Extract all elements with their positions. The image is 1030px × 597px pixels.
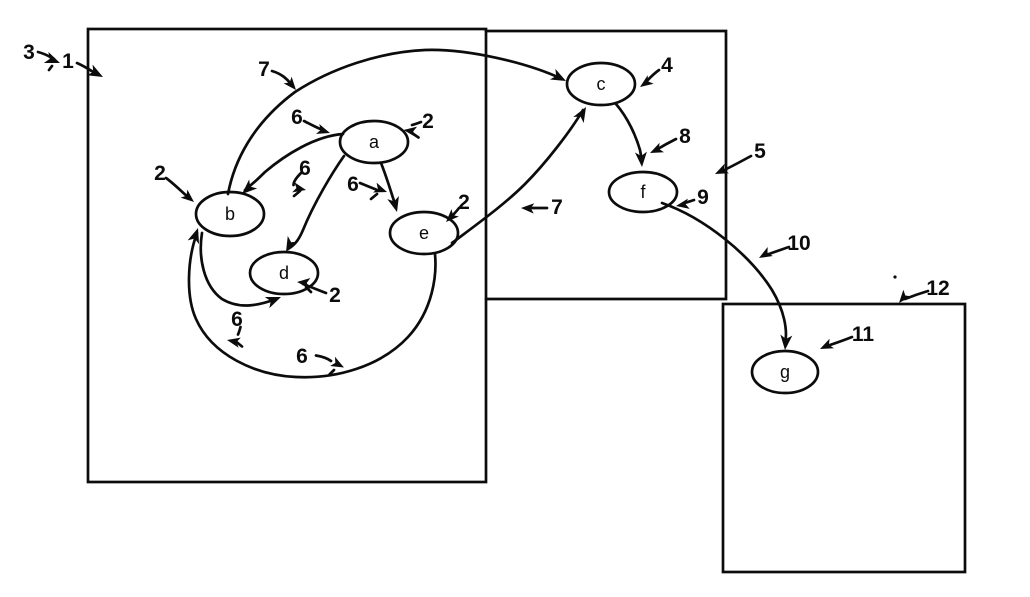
svg-text:1: 1 <box>62 50 74 73</box>
svg-text:6: 6 <box>347 173 359 196</box>
svg-text:b: b <box>225 204 235 224</box>
svg-text:6: 6 <box>231 308 243 331</box>
svg-text:10: 10 <box>787 232 810 255</box>
svg-text:8: 8 <box>679 125 691 148</box>
svg-text:9: 9 <box>697 186 709 209</box>
svg-text:d: d <box>279 263 289 283</box>
svg-text:3: 3 <box>23 41 35 64</box>
svg-text:g: g <box>780 362 790 382</box>
svg-text:6: 6 <box>296 345 308 368</box>
svg-text:5: 5 <box>754 140 766 163</box>
svg-text:12: 12 <box>926 277 949 300</box>
svg-text:2: 2 <box>154 162 166 185</box>
svg-text:a: a <box>369 132 380 152</box>
svg-text:2: 2 <box>329 284 341 307</box>
svg-text:4: 4 <box>661 54 673 77</box>
svg-text:e: e <box>419 223 429 243</box>
svg-text:11: 11 <box>852 323 875 346</box>
svg-text:c: c <box>597 74 606 94</box>
svg-text:7: 7 <box>258 58 270 81</box>
svg-text:2: 2 <box>458 191 470 214</box>
svg-text:6: 6 <box>299 157 311 180</box>
svg-text:f: f <box>640 182 646 202</box>
svg-text:7: 7 <box>551 196 563 219</box>
svg-text:6: 6 <box>291 106 303 129</box>
svg-text:2: 2 <box>422 110 434 133</box>
